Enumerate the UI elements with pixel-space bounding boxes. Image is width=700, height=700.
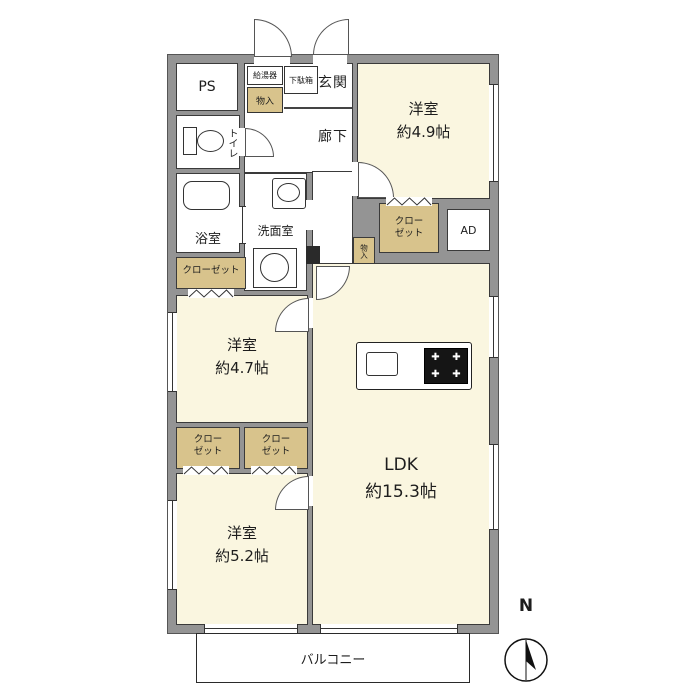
window-ldk-upper-icon — [489, 296, 498, 358]
folding-door-closet3-icon — [183, 466, 229, 475]
door-gap-bedroom2 — [307, 298, 313, 328]
door-gap-entrance-1 — [254, 55, 290, 64]
window-bedroom1-icon — [489, 84, 498, 182]
room-ldk — [313, 264, 489, 624]
storage-mid-label: 物入 — [359, 243, 369, 259]
ldk-label: LDK 約15.3帖 — [365, 455, 437, 503]
room-ps: PS — [177, 64, 237, 110]
storage-box-mid: 物入 — [354, 238, 374, 264]
compass-n-label: N — [518, 596, 534, 616]
stove-burner-icon: ✚ — [452, 351, 461, 363]
door-arc-entrance-2-icon — [313, 19, 349, 55]
stove-burner-icon: ✚ — [431, 368, 440, 380]
corridor-label: 廊下 — [318, 129, 348, 145]
window-bedroom3-balcony-icon — [204, 624, 298, 633]
bathroom-label: 浴室 — [194, 232, 221, 247]
bedroom2-label: 洋室 約4.7帖 — [215, 336, 269, 378]
stove-burner-icon: ✚ — [431, 351, 440, 363]
pillar — [306, 246, 320, 264]
closet-2-label: クローゼット — [182, 265, 240, 276]
closet-4 — [245, 428, 307, 468]
bathtub-icon — [183, 181, 230, 210]
stove-burner-icon: ✚ — [452, 368, 461, 380]
bedroom1-label: 洋室 約4.9帖 — [396, 100, 451, 142]
closet-3 — [177, 428, 239, 468]
door-arc-ldk-icon — [316, 266, 350, 300]
closet-2 — [177, 258, 245, 288]
folding-door-closet4-icon — [251, 466, 297, 475]
closet-3-label: クロー ゼット — [193, 434, 223, 458]
water-heater-box: 給湯器 — [247, 66, 283, 85]
storage-top-label: 物入 — [255, 96, 274, 107]
closet-1 — [380, 204, 438, 252]
window-bedroom3-icon — [168, 500, 177, 590]
air-duct-label: AD — [460, 223, 477, 237]
toilet-label: トイレ — [226, 128, 237, 158]
toilet-tank-icon — [183, 127, 197, 155]
door-gap-washroom — [306, 200, 313, 230]
sink-basin-icon — [277, 183, 300, 202]
air-duct: AD — [448, 210, 489, 250]
washing-machine-drum-icon — [260, 253, 289, 282]
shoe-cabinet-label: 下駄箱 — [289, 75, 313, 85]
closet-1-label: クロー ゼット — [394, 216, 424, 240]
door-arc-entrance-1-icon — [254, 19, 292, 57]
door-gap-entrance-2 — [313, 55, 347, 64]
kitchen-sink-icon — [366, 352, 398, 376]
bedroom3-label: 洋室 約5.2帖 — [215, 524, 269, 566]
balcony-label: バルコニー — [300, 652, 366, 668]
toilet-bowl-icon — [197, 130, 224, 152]
door-gap-bedroom1 — [352, 162, 358, 196]
folding-door-closet2-icon — [188, 289, 234, 298]
door-gap-toilet — [239, 128, 245, 156]
door-gap-bedroom3 — [307, 476, 313, 506]
water-heater-label: 給湯器 — [253, 71, 277, 80]
entrance-label: 玄関 — [318, 75, 348, 91]
shoe-cabinet-box: 下駄箱 — [284, 66, 318, 94]
window-bedroom2-icon — [168, 312, 177, 392]
bathroom-door-icon — [239, 206, 246, 244]
washroom-label: 洗面室 — [257, 224, 294, 238]
ps-label: PS — [198, 79, 216, 95]
stove-icon: ✚ ✚ ✚ ✚ — [424, 348, 468, 384]
storage-box-top: 物入 — [247, 87, 283, 113]
compass-icon — [504, 638, 548, 682]
window-ldk-lower-icon — [489, 444, 498, 530]
window-ldk-balcony-icon — [320, 624, 458, 633]
closet-4-label: クロー ゼット — [261, 434, 291, 458]
balcony: バルコニー — [196, 633, 470, 683]
entrance-step-line — [284, 107, 352, 109]
folding-door-closet1-icon — [386, 197, 432, 206]
